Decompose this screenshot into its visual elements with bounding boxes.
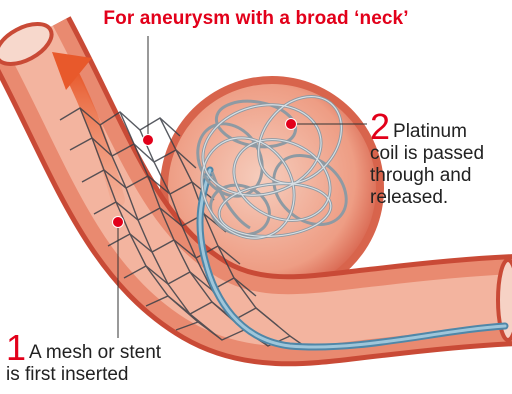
diagram-title: For aneurysm with a broad ‘neck’ <box>0 8 512 30</box>
callout-platinum-coil: 2Platinum coil is passed through and rel… <box>370 112 512 209</box>
callout-number: 2 <box>370 106 390 147</box>
title-marker-dot <box>143 135 154 146</box>
callout-text-line: A mesh or stent <box>29 342 161 363</box>
callout-text-line: released. <box>370 187 448 208</box>
callout-2-marker-dot <box>286 119 297 130</box>
callout-number: 1 <box>6 327 26 368</box>
callout-text-line: coil is passed <box>370 143 484 164</box>
callout-text-line: is first inserted <box>6 364 128 385</box>
callout-text-line: Platinum <box>393 121 467 142</box>
callout-stent: 1A mesh or stent is first inserted <box>6 333 226 386</box>
callout-1-marker-dot <box>113 217 124 228</box>
callout-text-line: through and <box>370 165 471 186</box>
